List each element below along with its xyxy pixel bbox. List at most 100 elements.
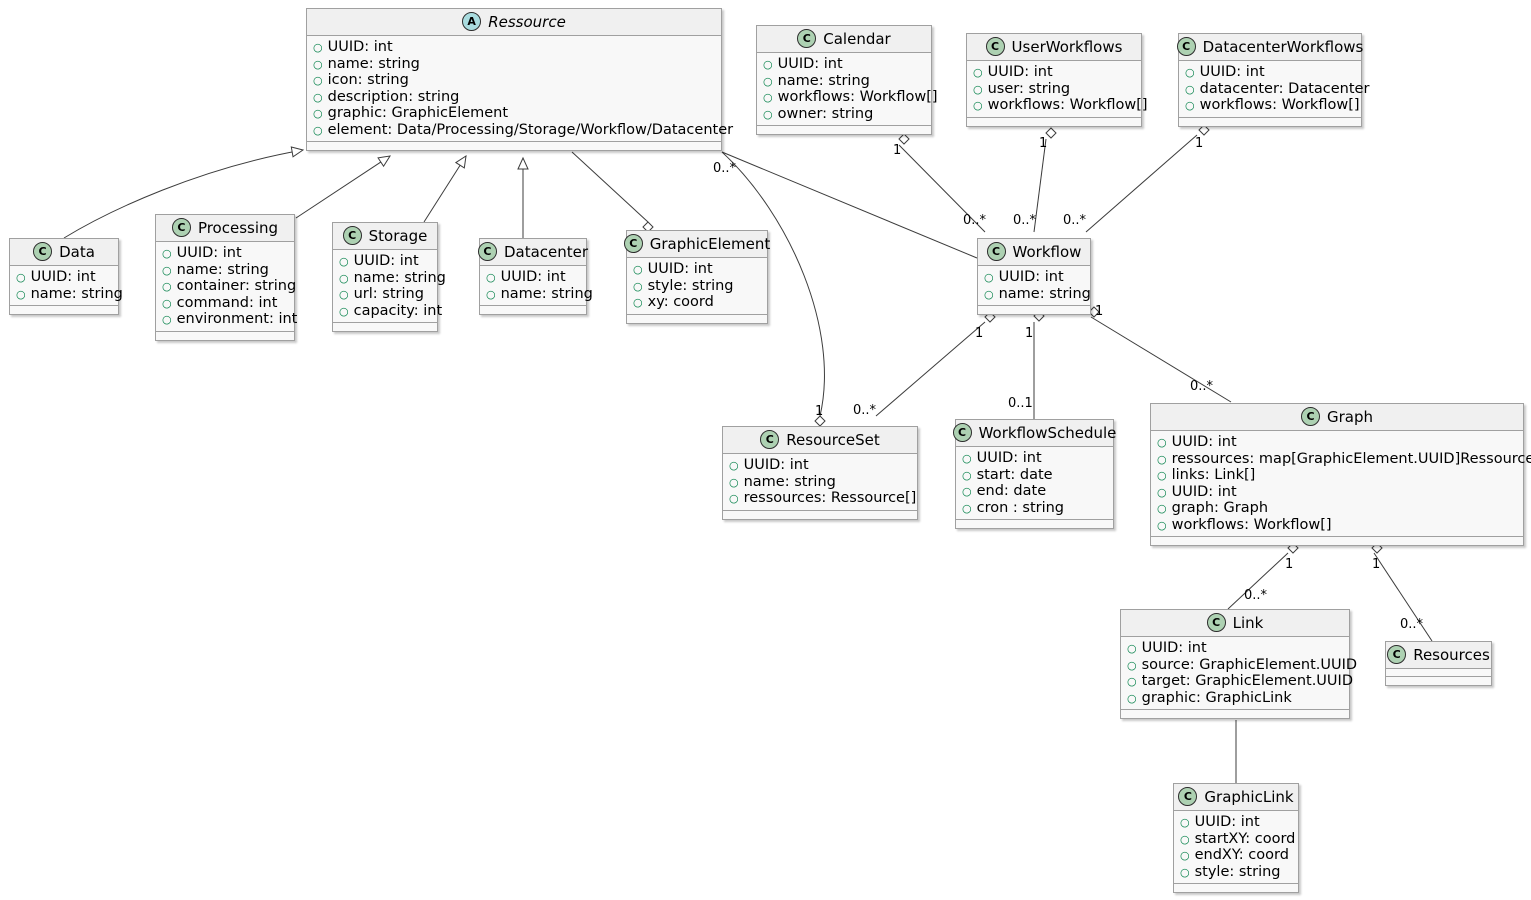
attribute-row: ○source: GraphicElement.UUID <box>1127 657 1357 674</box>
public-visibility-icon: ○ <box>1157 502 1167 515</box>
attribute-row: ○ressources: map[GraphicElement.UUID]Res… <box>1157 451 1531 468</box>
public-visibility-icon: ○ <box>962 452 972 465</box>
class-title-userworkflows: UserWorkflows <box>1011 37 1123 56</box>
concrete-class-icon: C <box>1387 645 1407 664</box>
attribute-label: capacity: int <box>353 302 443 319</box>
attribute-label: command: int <box>176 294 278 311</box>
public-visibility-icon: ○ <box>763 107 773 121</box>
attribute-row: ○ UUID: int <box>1180 814 1292 831</box>
attribute-row: ○UUID: int <box>1157 484 1517 501</box>
attribute-label: UUID: int <box>30 269 96 285</box>
attribute-label: name: string <box>500 285 593 302</box>
attribute-row: ○ressources: Ressource[] <box>729 490 916 507</box>
class-methods-graph <box>1151 537 1523 545</box>
class-title-datacenter: Datacenter <box>503 242 589 261</box>
class-title-workflow: Workflow <box>1012 242 1082 261</box>
class-attributes-graphiclink: ○UUID: int○startXY: coord○endXY: coord○s… <box>1174 811 1298 884</box>
attribute-row: ○workflows: Workflow[] <box>1157 517 1517 534</box>
public-visibility-icon: ○ <box>973 82 983 96</box>
multiplicity-label: 1 <box>893 143 902 158</box>
public-visibility-icon: ○ <box>313 90 323 104</box>
attribute-label: name: string <box>353 269 446 286</box>
attribute-label: graphic: GraphicLink <box>1141 689 1292 706</box>
public-visibility-icon: ○ <box>1180 816 1190 829</box>
class-attributes-ressource: ○UUID: int○name: string○icon: string○des… <box>307 36 733 142</box>
public-visibility-icon: ○ <box>1157 485 1167 499</box>
attribute-row: ○ UUID: int <box>1127 640 1343 657</box>
attribute-label: UUID: int <box>998 269 1064 285</box>
attribute-row: ○UUID: int <box>162 245 288 262</box>
public-visibility-icon: ○ <box>313 41 323 54</box>
public-visibility-icon: ○ <box>1127 691 1137 705</box>
attribute-row: ○user: string <box>973 81 1135 98</box>
attribute-label: UUID: int <box>777 56 843 72</box>
attribute-label: source: GraphicElement.UUID <box>1141 656 1358 673</box>
attribute-label: endXY: coord <box>1194 847 1289 863</box>
attribute-label: UUID: int <box>1141 640 1207 656</box>
public-visibility-icon: ○ <box>339 304 349 318</box>
attribute-label: target: GraphicElement.UUID <box>1141 673 1353 689</box>
attribute-label: name: string <box>327 55 420 72</box>
class-title-graphiclink: GraphicLink <box>1204 787 1294 806</box>
public-visibility-icon: ○ <box>162 263 172 277</box>
attribute-row: ○UUID: int <box>973 64 1135 81</box>
concrete-class-icon: C <box>797 29 817 48</box>
attribute-label: workflows: Workflow[] <box>1171 516 1332 533</box>
public-visibility-icon: ○ <box>1127 642 1137 655</box>
public-visibility-icon: ○ <box>1157 452 1167 466</box>
attribute-row: ○endXY: coord <box>1180 847 1292 864</box>
attribute-label: name: string <box>743 473 836 490</box>
multiplicity-label: 0..* <box>853 403 877 418</box>
concrete-class-icon: C <box>1300 407 1320 426</box>
public-visibility-icon: ○ <box>162 280 172 293</box>
concrete-class-icon: C <box>171 218 191 237</box>
attribute-row: ○ UUID: int <box>313 39 715 56</box>
multiplicity-label: 1 <box>815 404 824 419</box>
public-visibility-icon: ○ <box>763 91 773 104</box>
class-attributes-processing: ○UUID: int○name: string○container: strin… <box>156 242 297 332</box>
public-visibility-icon: ○ <box>339 255 349 268</box>
class-methods-resources <box>1386 677 1491 685</box>
public-visibility-icon: ○ <box>1127 675 1137 688</box>
attribute-label: UUID: int <box>1194 814 1260 830</box>
attribute-label: UUID: int <box>327 39 393 55</box>
attribute-row: ○startXY: coord <box>1180 831 1295 848</box>
public-visibility-icon: ○ <box>313 123 323 137</box>
attribute-label: UUID: int <box>1171 434 1237 450</box>
multiplicity-label: 1 <box>1372 557 1381 572</box>
public-visibility-icon: ○ <box>1185 66 1195 79</box>
class-attributes-calendar: ○UUID: int○name: string○workflows: Workf… <box>757 53 938 126</box>
attribute-row: ○container: string <box>162 278 296 295</box>
attribute-row: ○graphic: GraphicElement <box>313 105 715 122</box>
public-visibility-icon: ○ <box>313 74 323 87</box>
concrete-class-icon: C <box>623 234 643 253</box>
class-attributes-link: ○UUID: int○source: GraphicElement.UUID○t… <box>1121 637 1357 710</box>
attribute-row: ○UUID: int <box>486 269 580 286</box>
attribute-row: ○name: string <box>339 270 446 287</box>
concrete-class-icon: C <box>986 242 1006 261</box>
